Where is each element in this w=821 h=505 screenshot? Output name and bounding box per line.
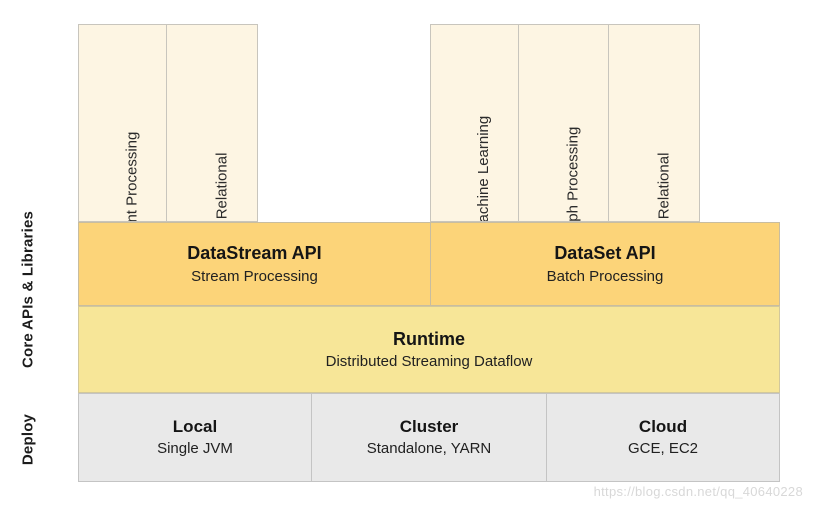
library-desc-table-stream: Relational (213, 152, 231, 220)
core-band: Runtime Distributed Streaming Dataflow (78, 306, 780, 393)
deploy-title-local: Local (172, 417, 218, 437)
api-cell-dataset[interactable]: DataSet API Batch Processing (431, 223, 779, 305)
library-desc-flinkml: Machine Learning (475, 115, 493, 221)
api-cell-datastream[interactable]: DataStream API Stream Processing (79, 223, 431, 305)
axis-label-core: Core (19, 333, 37, 368)
watermark-text: https://blog.csdn.net/qq_40640228 (593, 484, 803, 499)
core-title-runtime: Runtime (393, 328, 465, 349)
api-title-dataset: DataSet API (554, 243, 656, 263)
deploy-subtitle-local: Single JVM (157, 440, 233, 458)
deploy-cell-local[interactable]: Local Single JVM (79, 394, 312, 481)
library-desc-cep: Event Processing (123, 131, 141, 221)
library-box-table-stream[interactable]: Table Relational (167, 25, 257, 221)
deploy-cell-cluster[interactable]: Cluster Standalone, YARN (312, 394, 547, 481)
axis-label-deploy: Deploy (19, 413, 37, 466)
api-title-datastream: DataStream API (187, 243, 322, 263)
deploy-title-cloud: Cloud (638, 417, 688, 437)
deploy-cell-cloud[interactable]: Cloud GCE, EC2 (547, 394, 779, 481)
deploy-subtitle-cloud: GCE, EC2 (627, 440, 699, 458)
core-subtitle-runtime: Distributed Streaming Dataflow (325, 353, 533, 370)
deploy-band: Local Single JVM Cluster Standalone, YAR… (78, 393, 780, 482)
library-desc-gelly: Graph Processing (564, 126, 582, 221)
library-box-flinkml[interactable]: FlinkML Machine Learning (431, 25, 519, 221)
library-group-batch: FlinkML Machine Learning Gelly Graph Pro… (430, 24, 700, 222)
api-subtitle-dataset: Batch Processing (546, 267, 664, 285)
api-subtitle-datastream: Stream Processing (191, 267, 318, 285)
library-box-gelly[interactable]: Gelly Graph Processing (519, 25, 609, 221)
library-group-stream: CEP Event Processing Table Relational (78, 24, 258, 222)
library-desc-table-batch: Relational (655, 152, 673, 220)
deploy-title-cluster: Cluster (399, 417, 459, 437)
library-box-cep[interactable]: CEP Event Processing (79, 25, 167, 221)
library-box-table-batch[interactable]: Table Relational (609, 25, 699, 221)
deploy-subtitle-cluster: Standalone, YARN (366, 440, 492, 458)
api-band: DataStream API Stream Processing DataSet… (78, 222, 780, 306)
core-cell-runtime[interactable]: Runtime Distributed Streaming Dataflow (79, 307, 779, 392)
